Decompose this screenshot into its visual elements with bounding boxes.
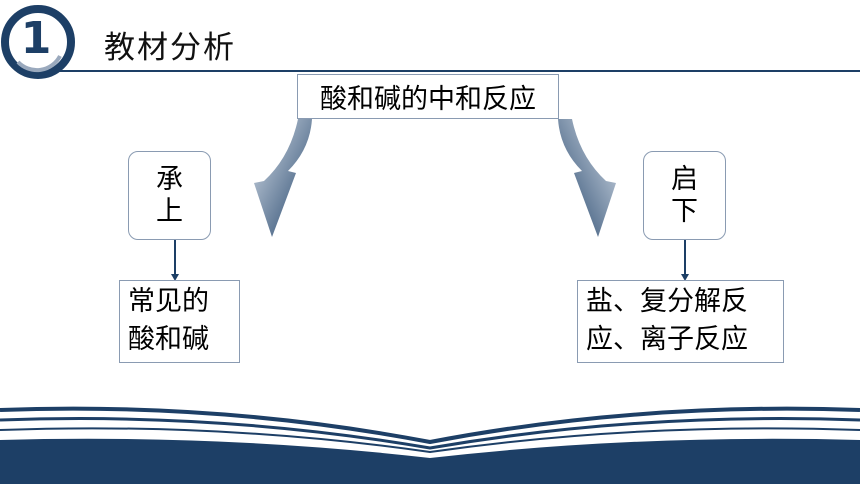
center-topic-box: 酸和碱的中和反应 xyxy=(297,74,559,119)
right-curved-arrow-icon xyxy=(558,119,616,237)
left-connector-arrow-icon xyxy=(171,240,179,281)
left-label-box: 承 上 xyxy=(128,151,211,240)
open-book-decoration-icon xyxy=(0,406,860,484)
right-content-line1: 盐、复分解反 xyxy=(586,286,748,317)
left-content-box: 常见的 酸和碱 xyxy=(119,280,240,363)
left-content-line2: 酸和碱 xyxy=(128,324,209,355)
right-label-line1: 启 xyxy=(671,163,698,195)
right-label-box: 启 下 xyxy=(643,151,726,240)
right-connector-arrow-icon xyxy=(681,240,689,281)
right-content-box: 盐、复分解反 应、离子反应 xyxy=(577,280,784,363)
left-label-line2: 上 xyxy=(156,195,183,227)
right-content-line2: 应、离子反应 xyxy=(586,324,748,355)
left-curved-arrow-icon xyxy=(254,119,312,237)
page-title: 教材分析 xyxy=(104,30,236,66)
section-badge-icon xyxy=(1,5,75,79)
left-content-line1: 常见的 xyxy=(128,286,209,317)
right-label-line2: 下 xyxy=(671,195,698,227)
section-number: 1 xyxy=(20,12,52,64)
center-topic-text: 酸和碱的中和反应 xyxy=(320,84,536,115)
title-underline xyxy=(55,70,860,72)
left-label-line1: 承 xyxy=(156,163,183,195)
